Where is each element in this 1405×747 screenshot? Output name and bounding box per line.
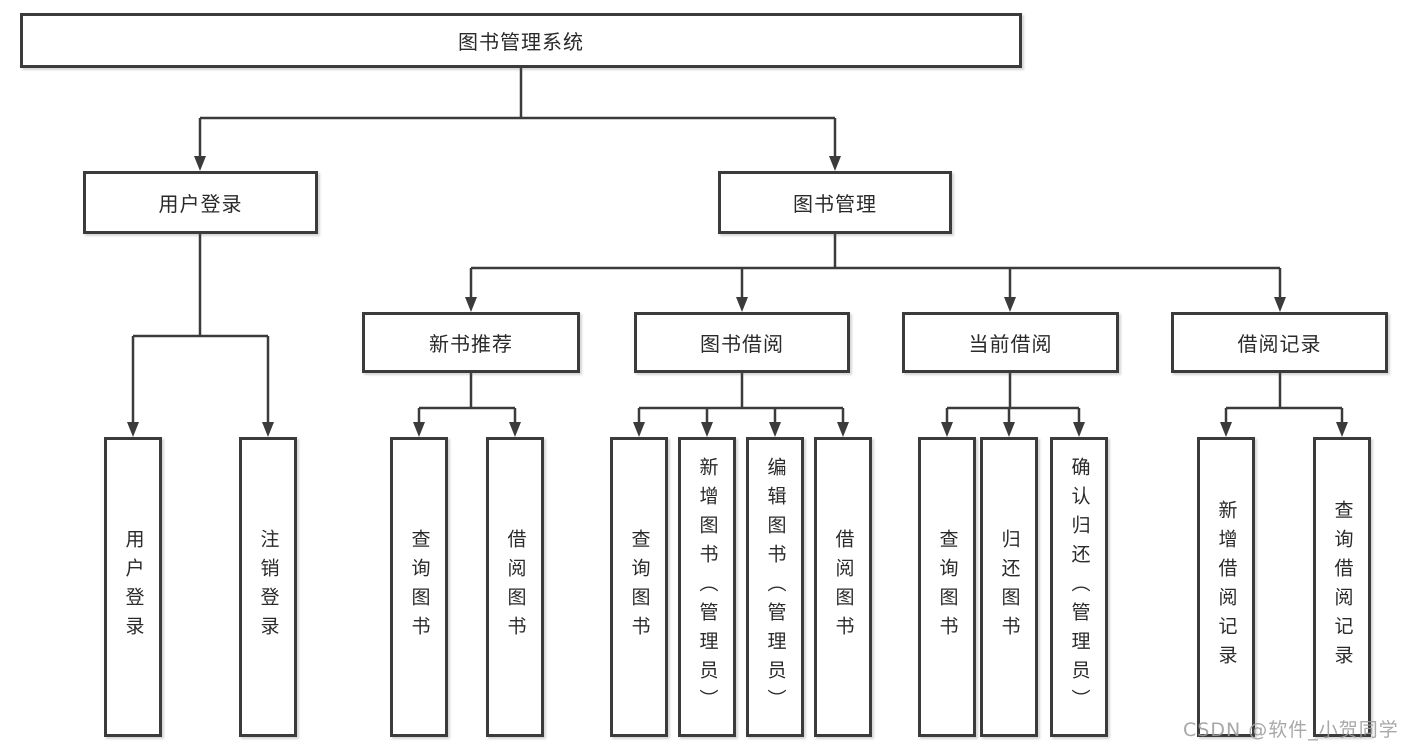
node-label: 图书借阅 [700,332,784,356]
node-label: 注销登录 [257,529,280,645]
node-label: 图书管理系统 [458,30,584,54]
node-label: 新书推荐 [429,332,513,356]
node-label: 用户登录 [122,529,145,645]
leaf-user-login: 用户登录 [104,437,162,737]
leaf-add-books-admin: 新增图书（管理员） [678,437,736,737]
node-label: 查询图书 [628,529,651,645]
leaf-borrow-books-recommend: 借阅图书 [486,437,544,737]
leaf-logout: 注销登录 [239,437,297,737]
leaf-borrow-books: 借阅图书 [814,437,872,737]
node-label: 借阅记录 [1237,332,1322,356]
node-label: 当前借阅 [968,332,1053,356]
leaf-add-borrow-record: 新增借阅记录 [1197,437,1255,737]
leaf-query-books-recommend: 查询图书 [390,437,448,737]
node-current-borrow: 当前借阅 [902,312,1119,373]
node-label: 新增图书（管理员） [696,456,719,718]
node-label: 确认归还（管理员） [1068,456,1091,718]
node-label: 查询图书 [936,529,959,645]
node-label: 编辑图书（管理员） [764,456,787,718]
node-label: 借阅图书 [504,529,527,645]
node-book-management: 图书管理 [718,171,952,234]
leaf-return-books: 归还图书 [980,437,1038,737]
node-label: 新增借阅记录 [1215,500,1238,674]
leaf-query-borrow-record: 查询借阅记录 [1313,437,1371,737]
node-label: 借阅图书 [832,529,855,645]
node-new-book-recommend: 新书推荐 [362,312,580,373]
node-borrow-records: 借阅记录 [1171,312,1388,373]
node-label: 查询图书 [408,529,431,645]
node-book-borrow: 图书借阅 [634,312,850,373]
leaf-query-books-current: 查询图书 [918,437,976,737]
leaf-query-books-borrow: 查询图书 [610,437,668,737]
node-label: 图书管理 [793,192,877,216]
leaf-edit-books-admin: 编辑图书（管理员） [746,437,804,737]
node-label: 归还图书 [998,529,1021,645]
node-user-login: 用户登录 [83,171,318,234]
node-library-management-system: 图书管理系统 [20,13,1022,68]
node-label: 查询借阅记录 [1331,500,1354,674]
leaf-confirm-return-admin: 确认归还（管理员） [1050,437,1108,737]
csdn-watermark: CSDN @软件_小贺同学 [1183,719,1399,741]
node-label: 用户登录 [158,192,243,216]
